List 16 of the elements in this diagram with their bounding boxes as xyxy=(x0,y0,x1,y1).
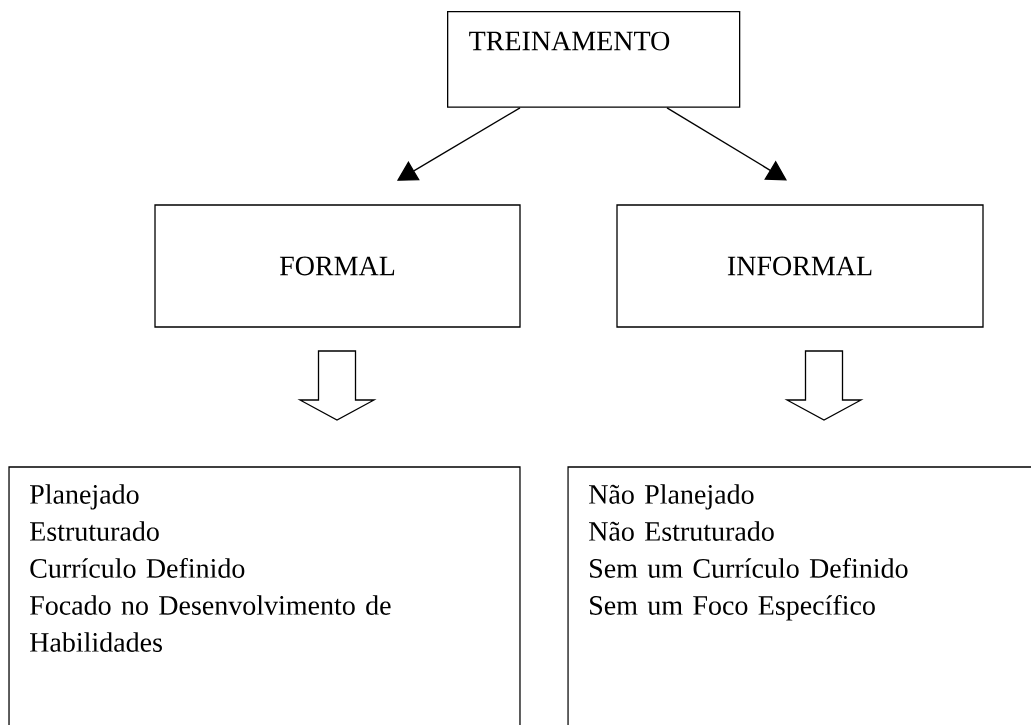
list-item: Não Estruturado xyxy=(589,521,774,541)
list-box xyxy=(8,466,521,725)
text-box: INFORMAL xyxy=(616,204,984,328)
arrow xyxy=(666,107,787,181)
list-item: Sem um Foco Específico xyxy=(590,594,875,621)
list-item: Planejado xyxy=(30,484,139,510)
list-item: Focado no Desenvolvimento de Habilidades xyxy=(30,595,391,652)
text-box: TREINAMENTO xyxy=(447,11,741,108)
list-item: Estruturado xyxy=(30,521,159,541)
list-item: Currículo Definido xyxy=(30,557,245,578)
block-arrow xyxy=(784,350,864,421)
list-item: Não Planejado xyxy=(589,484,754,510)
list-item: Sem um Currículo Definido xyxy=(590,557,908,578)
text-box: FORMAL xyxy=(154,204,521,328)
block-arrow xyxy=(297,350,377,421)
list-box xyxy=(567,466,1031,725)
